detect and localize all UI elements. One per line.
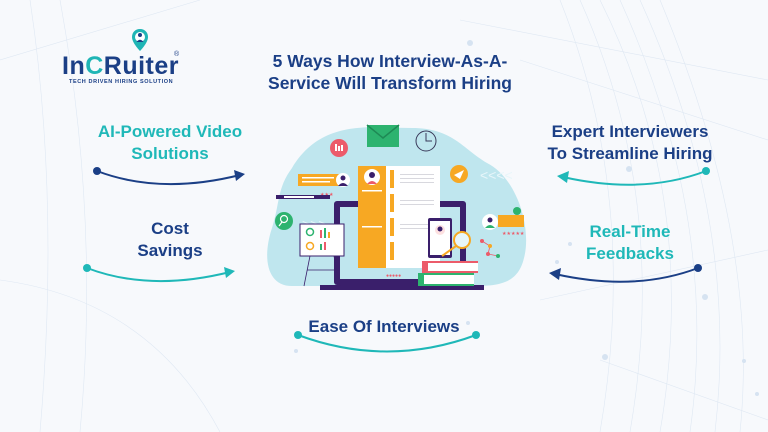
hiring-illustration: ★★★ ●●●●● ★★★★★ <<<< >>> — [267, 124, 527, 290]
arrow-left-icon — [549, 264, 702, 283]
feature-label: Expert Interviewers — [551, 122, 709, 141]
arrow-right-icon — [83, 264, 235, 283]
feature-label: Feedbacks — [586, 244, 674, 263]
title-line-1: 5 Ways How Interview-As-A- — [272, 51, 508, 71]
search-icon — [275, 212, 293, 230]
svg-text:●●●●●: ●●●●● — [386, 273, 401, 279]
envelope-icon — [366, 124, 400, 147]
books-stack — [418, 261, 478, 286]
feature-ai-powered-video: AI-Powered Video Solutions — [80, 121, 260, 165]
chevrons-decor: <<<< — [480, 167, 513, 183]
network-dots — [480, 239, 500, 258]
feature-label: Savings — [137, 241, 203, 260]
resume-document: ●●●●● — [358, 166, 440, 279]
feature-label: Ease Of Interviews — [308, 317, 460, 336]
logo-tagline: TECH DRIVEN HIRING SOLUTION — [69, 79, 174, 85]
whiteboard-chart — [299, 223, 345, 287]
registered-mark: ® — [174, 51, 180, 58]
page-title: 5 Ways How Interview-As-A- Service Will … — [250, 50, 530, 94]
chart-bubble-icon — [330, 139, 348, 157]
feature-label: Real-Time — [589, 222, 671, 241]
logo-wordmark: InCRuiter — [62, 52, 180, 80]
feature-label: Solutions — [131, 144, 209, 163]
feature-label: To Streamline Hiring — [547, 144, 713, 163]
search-bar — [276, 195, 330, 199]
feature-ease-of-interviews: Ease Of Interviews — [284, 316, 484, 338]
phone-profile — [428, 218, 452, 258]
paper-plane-icon — [450, 165, 468, 183]
profile-card-right: ★★★★★ — [482, 207, 525, 237]
arrow-left-icon — [557, 167, 710, 186]
feature-real-time-feedbacks: Real-Time Feedbacks — [545, 221, 715, 265]
feature-cost-savings: Cost Savings — [90, 218, 250, 262]
feature-label: Cost — [151, 219, 189, 238]
curve-connector — [294, 331, 480, 353]
location-pin-person-icon — [132, 29, 148, 51]
feature-expert-interviewers: Expert Interviewers To Streamline Hiring — [525, 121, 735, 165]
title-line-2: Service Will Transform Hiring — [268, 73, 512, 93]
arrow-right-icon — [93, 167, 245, 186]
magnifying-glass-icon — [441, 231, 471, 257]
svg-text:★★★★★: ★★★★★ — [502, 231, 525, 237]
feature-label: AI-Powered Video — [97, 122, 243, 141]
clock-icon — [415, 130, 437, 152]
